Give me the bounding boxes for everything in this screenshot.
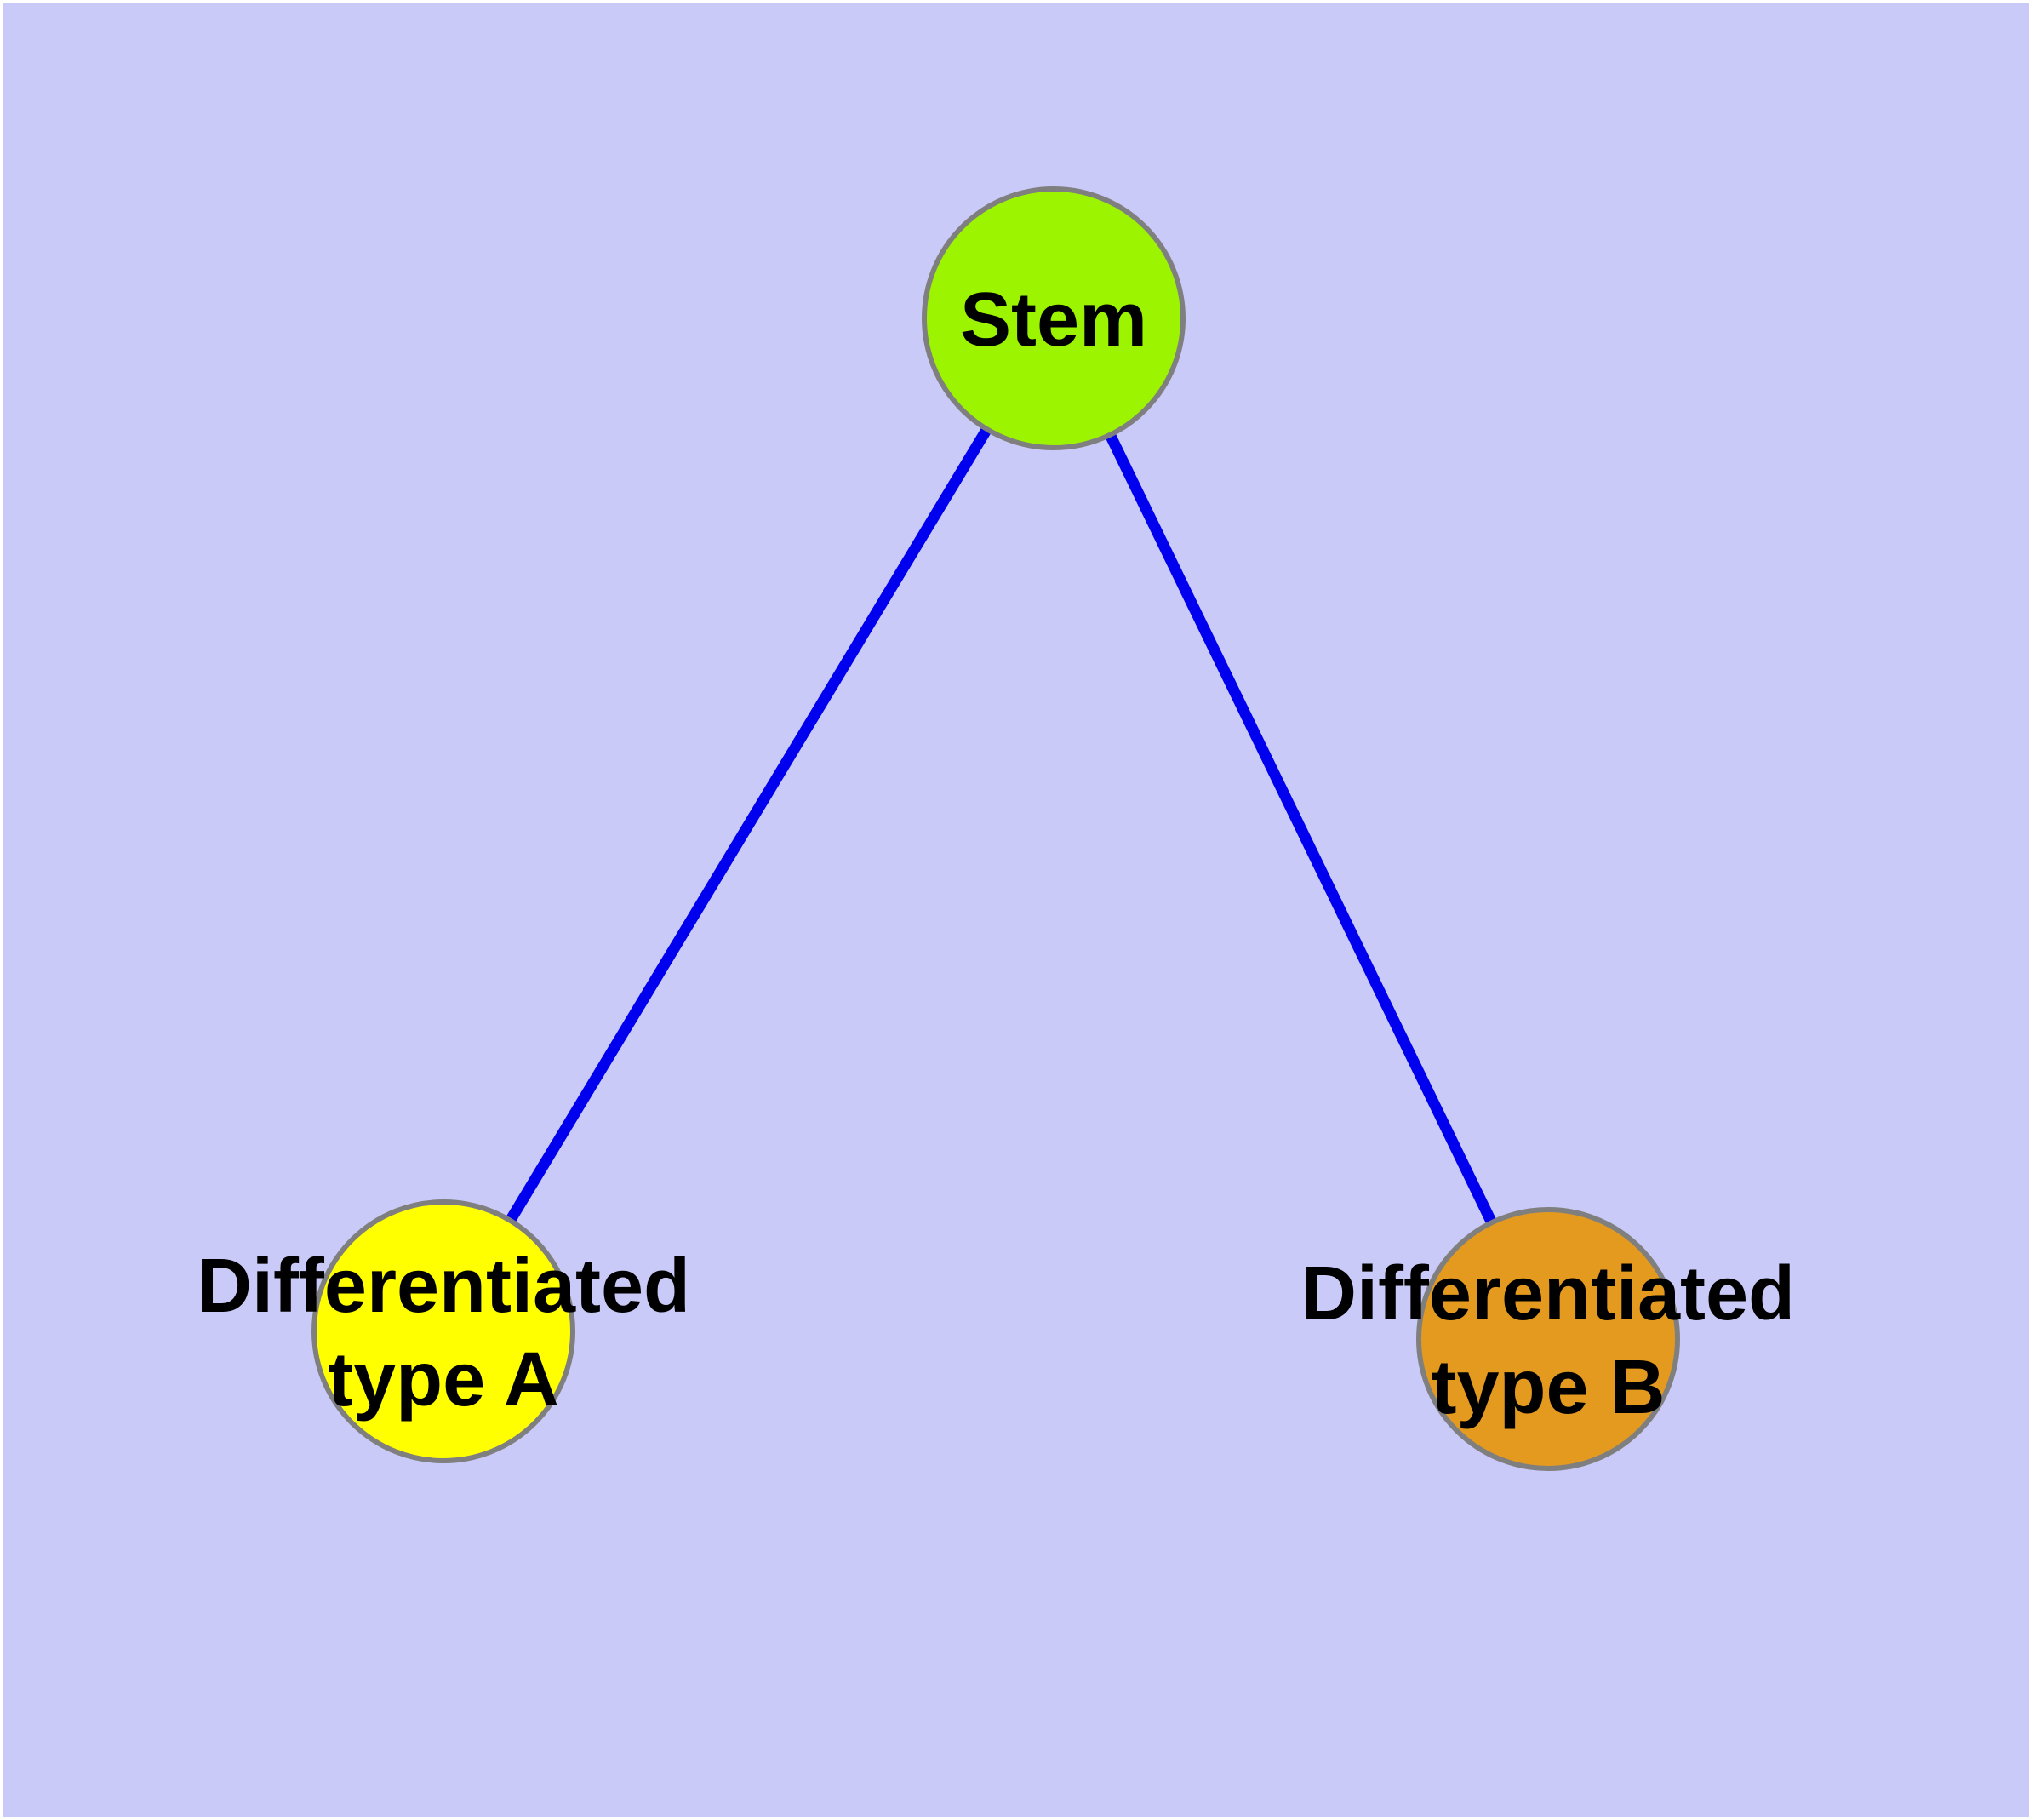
node-differentiated-type-a: Differentiated type A: [197, 1199, 690, 1463]
node-stem-label: Stem: [960, 278, 1147, 363]
node-differentiated-type-a-label-line2: type A: [328, 1337, 559, 1422]
edge-stem-to-type-a: [438, 315, 1059, 1335]
node-differentiated-type-a-label-line1: Differentiated: [197, 1244, 690, 1329]
node-differentiated-type-b-label-line2: type B: [1431, 1345, 1665, 1430]
node-differentiated-type-b-circle: [1416, 1207, 1680, 1471]
node-differentiated-type-b-label-line1: Differentiated: [1301, 1251, 1795, 1336]
node-differentiated-type-b: Differentiated type B: [1301, 1207, 1795, 1471]
edge-stem-to-type-b: [1049, 316, 1553, 1342]
node-stem: Stem: [922, 186, 1186, 450]
node-differentiated-type-a-circle: [311, 1199, 575, 1463]
node-stem-circle: [922, 186, 1186, 450]
